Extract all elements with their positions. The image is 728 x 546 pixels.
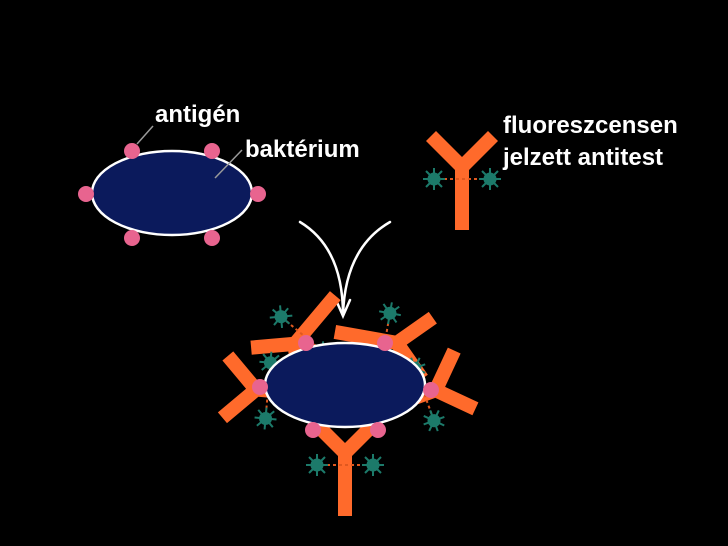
antigen xyxy=(298,335,314,351)
reaction-arrow xyxy=(298,220,392,320)
antigen xyxy=(370,422,386,438)
antigen xyxy=(78,186,94,202)
antigen xyxy=(204,230,220,246)
antigen xyxy=(377,335,393,351)
fluorescent-antibody-label-line2: jelzett antitest xyxy=(502,144,663,171)
bound-antigens xyxy=(252,335,439,438)
antigen-label: antigén xyxy=(155,101,240,128)
bacterium xyxy=(78,143,266,246)
antigen xyxy=(423,382,439,398)
antigen xyxy=(204,143,220,159)
bacterium-antigens xyxy=(78,143,266,246)
bacterium-label: baktérium xyxy=(245,136,360,163)
fluorescent-antibody xyxy=(423,131,501,230)
antigen xyxy=(305,422,321,438)
bacterium-antibody-complex xyxy=(217,271,483,516)
bound-bacterium-body xyxy=(263,341,427,429)
antigen xyxy=(124,143,140,159)
bacterium-leader-line xyxy=(214,149,243,179)
antigen xyxy=(250,186,266,202)
antigen-leader-line xyxy=(136,125,154,145)
antigen xyxy=(252,379,268,395)
fluorescent-antibody-label-line1: fluoreszcensen xyxy=(503,112,678,139)
antigen xyxy=(124,230,140,246)
